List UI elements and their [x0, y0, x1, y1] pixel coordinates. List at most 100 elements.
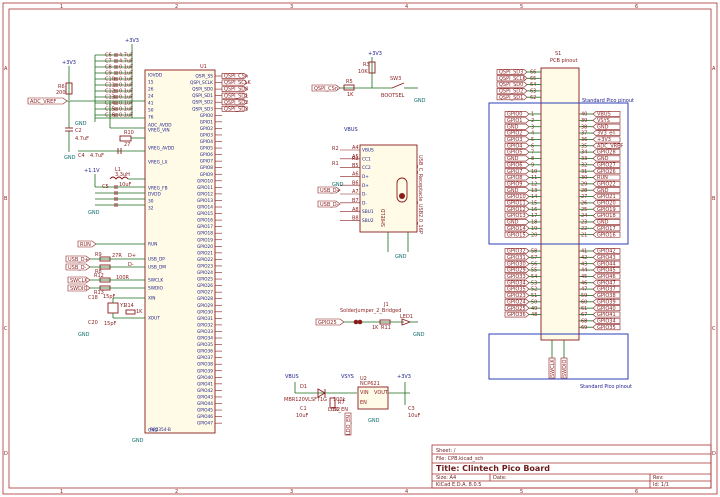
hdr-flag: [504, 136, 530, 143]
col-marker: 3: [290, 4, 293, 10]
hdr-flag: [504, 279, 530, 286]
hdr-ext-left-label: GPIO35: [507, 287, 526, 293]
c5-ref: C5: [102, 184, 109, 190]
hdr-flag: [592, 273, 621, 280]
hdr-left-num: 3: [531, 124, 534, 130]
hdr-flag: [504, 168, 530, 175]
swclk-label: SWCLK: [70, 278, 88, 284]
mcu-right-pin-label: GPIO10: [197, 178, 213, 184]
hdr-right-label: VBUS: [597, 112, 611, 118]
r14-ref: R14: [124, 303, 134, 309]
hdr-top-num: 64: [530, 82, 536, 88]
hdr-ext-left-label: GPIO36: [507, 312, 526, 318]
hdr-flag: [592, 161, 621, 168]
hdr-ext-right-num: 61: [581, 306, 587, 312]
hdr-left-num: 19: [531, 226, 537, 232]
usb-pin-num: B8: [352, 216, 359, 222]
cap-ref: C9: [105, 71, 112, 77]
hdr-ext-right-label: GPIO41: [597, 312, 616, 318]
hdr-ext-left-num: 50: [531, 299, 537, 305]
mcu-right-pin-label: GPIO46: [197, 414, 213, 420]
hdr-top-num: 66: [530, 70, 536, 76]
hdr-right-label: GPIO19: [597, 207, 616, 213]
hdr-right-label: 3V3_en: [597, 131, 616, 137]
r8-ref: R8: [95, 269, 102, 275]
gpio25-net: GPIO25: [318, 320, 337, 326]
hdr-ext-left-label: GPIO23: [507, 293, 526, 299]
c4-val: 4.7uF: [90, 153, 104, 159]
hdr-right-num: 31: [581, 169, 587, 175]
hdr-left-num: 14: [531, 194, 537, 200]
jumper-ref: J1: [383, 302, 389, 308]
r11-ref: R11: [381, 325, 391, 331]
cap-value: 0.1uF: [119, 65, 133, 71]
hdr-flag: [592, 123, 621, 130]
hdr-ext-right-label: GPIO42: [597, 249, 616, 255]
mcu-right-pin-label: GPIO36: [197, 349, 213, 355]
hdr-ext-right-num: 43: [581, 261, 587, 267]
mcu-left-pin-label: ADC_AVDD: [148, 123, 172, 129]
hdr-right-label: GPIO16: [597, 232, 616, 238]
hdr-ext-left-label: GPIO33: [507, 274, 526, 280]
hdr-right-num: 35: [581, 143, 587, 149]
hdr-flag: [504, 231, 530, 238]
hdr-ext-left-num: 56: [531, 261, 537, 267]
hdr-ext-left-label: GPIO25: [507, 306, 526, 312]
tb-sheet: Sheet: /: [436, 448, 456, 454]
power-1v1: +1.1V: [84, 168, 100, 174]
hdr-flag: [592, 111, 621, 117]
mcu-right-pin-label: QSPI_SCLK: [190, 80, 213, 86]
hdr-ext-right-num: 45: [581, 274, 587, 280]
hdr-right-num: 26: [581, 201, 587, 207]
hdr-bottom-label: SWDIO: [562, 360, 568, 377]
hdr-flag: [504, 187, 530, 194]
hdr-left-num: 16: [531, 207, 537, 213]
usb-pin-label: CC1: [362, 156, 371, 162]
gnd-boot: GND: [414, 98, 426, 104]
hdr-flag: [560, 357, 568, 379]
mcu-right-pin-label: GPIO17: [197, 224, 213, 230]
d1-ref: D1: [300, 384, 307, 390]
hdr-flag: [504, 155, 530, 162]
hdr-flag: [504, 142, 530, 149]
mcu-right-pin-label: QSPI_SD0: [192, 87, 213, 93]
hdr-flag: [504, 225, 530, 232]
c18-val: 15pF: [103, 294, 116, 300]
col-marker: 1: [60, 489, 63, 495]
gnd-vreg: GND: [88, 210, 100, 216]
hdr-ext-left-label: GPIO31: [507, 255, 526, 261]
mcu-left-pin-label: 76: [148, 115, 154, 121]
hdr-flag: [504, 286, 530, 293]
r5-val: 1K: [347, 92, 354, 98]
usb-pin-num: A8: [352, 207, 359, 213]
hdr-right-label: VSYS: [597, 118, 610, 124]
hdr-left-num: 4: [531, 131, 534, 137]
tb-tool: KiCad E.D.A. 8.0.5: [436, 482, 481, 488]
mcu-right-pin-label: GPIO8: [200, 165, 214, 171]
p3v3-ldo: +3V3: [397, 374, 411, 380]
hdr-right-label: GND: [597, 156, 609, 162]
hdr-flag: [592, 206, 621, 213]
hdr-right-label: GPIO17: [597, 226, 616, 232]
hdr-left-label: GPIO5: [507, 150, 522, 156]
hdr-flag: [592, 305, 621, 312]
hdr-right-num: 22: [581, 226, 587, 232]
mcu-left-pin-label: USB_DP: [148, 257, 165, 263]
usb-shield: SHIELD: [381, 209, 387, 227]
hdr-flag: [592, 279, 621, 286]
hdr-right-num: 40: [581, 112, 587, 118]
mcu-left-pin-label: 30: [148, 199, 154, 205]
row-markers-right: A B C D: [712, 66, 716, 457]
mcu-right-pin-label: GPIO11: [197, 185, 213, 191]
hdr-ext-left-label: GPIO24: [507, 299, 526, 305]
run-label: RUN: [80, 242, 91, 248]
usb-pin-label: CC2: [362, 165, 371, 171]
mcu-right-pin-label: GPIO28: [197, 296, 213, 302]
mcu-right-pin-label: GPIO19: [197, 237, 213, 243]
mcu-right-pin-label: GPIO38: [197, 362, 213, 368]
vbus-ldo: VBUS: [285, 374, 299, 380]
hdr-flag: [592, 136, 621, 143]
mcu-body: [144, 69, 216, 434]
hdr-left-label: GPIO8: [507, 175, 522, 181]
standard-pinout-box: [488, 102, 629, 245]
